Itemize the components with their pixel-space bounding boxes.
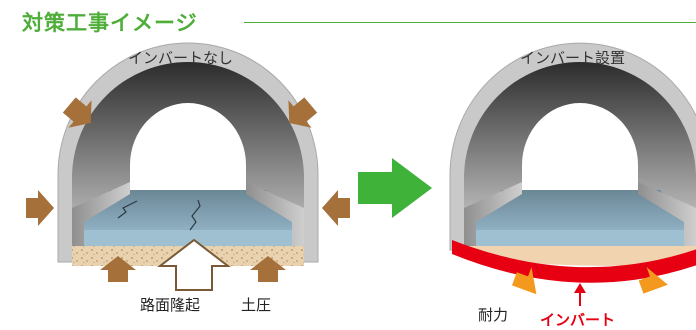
left-tunnel: [57, 42, 319, 266]
right-road-front: [468, 230, 696, 246]
left-road-surface: [76, 190, 300, 230]
left-road-crack-2: [189, 199, 201, 231]
invert-label: インバート: [540, 311, 616, 329]
right-road-surface: [468, 190, 696, 230]
left-tunnel-bore: [130, 103, 246, 196]
road-heave-arrow: [157, 238, 231, 291]
invert-arc: [452, 240, 696, 283]
earth-pressure-arrow-bottom-left: [100, 256, 136, 282]
earth-pressure-label: 土圧: [241, 296, 272, 314]
left-road-front: [76, 230, 300, 246]
resistance-arrow-left: [510, 266, 537, 295]
earth-pressure-arrow-top-right: [288, 97, 318, 128]
earth-pressure-arrow-bottom-right: [250, 256, 286, 282]
title-divider: [244, 22, 696, 23]
left-sidewall-right: [246, 182, 304, 246]
right-tunnel: [449, 42, 696, 283]
right-resistance-arrows: [510, 266, 668, 295]
right-sidewall-right: [638, 182, 696, 246]
page-title: 対策工事イメージ: [22, 11, 198, 35]
right-tunnel-bore: [522, 103, 638, 196]
right-sidewall-left: [464, 182, 522, 246]
left-sidewall-left: [72, 182, 130, 246]
earth-pressure-arrow-top-left: [62, 97, 92, 128]
left-earth-pressure-arrows: [26, 97, 350, 282]
right-panel-caption: インバート設置: [520, 49, 626, 67]
left-panel-caption: インバートなし: [128, 49, 234, 67]
earth-pressure-arrow-mid-left: [26, 190, 54, 226]
transition-arrow: [358, 158, 432, 218]
resistance-arrow-right: [638, 266, 668, 295]
resistance-label: 耐力: [478, 306, 509, 324]
left-road-crack-1: [117, 200, 138, 219]
invert-pointer-arrow: [574, 283, 586, 306]
earth-pressure-arrow-mid-right: [322, 190, 350, 226]
road-heave-label: 路面隆起: [140, 296, 201, 314]
